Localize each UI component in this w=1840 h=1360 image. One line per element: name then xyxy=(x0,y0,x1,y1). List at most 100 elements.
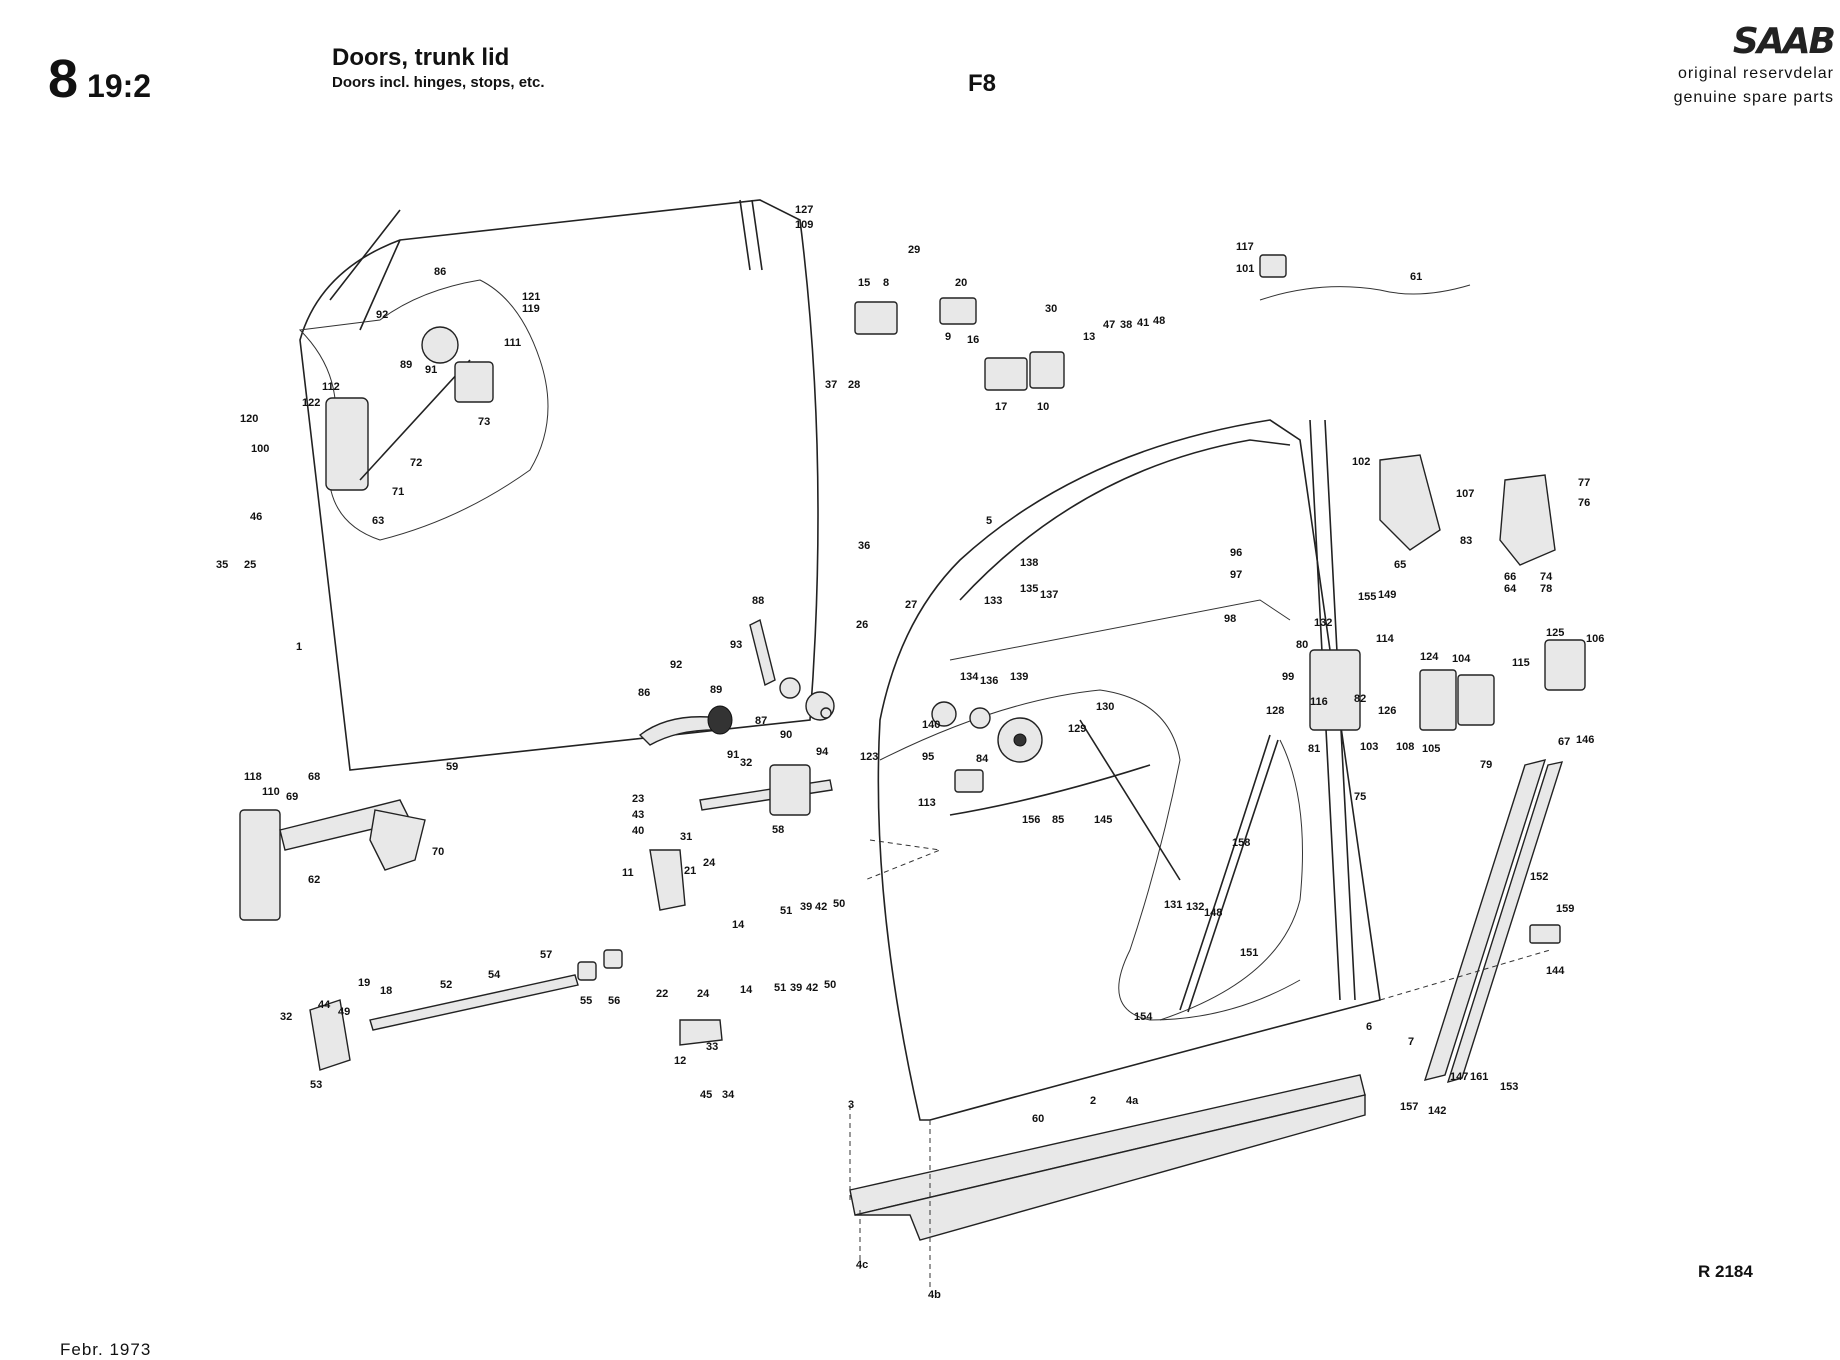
drawing-reference: R 2184 xyxy=(1698,1262,1753,1281)
callout: 19 xyxy=(358,977,370,989)
callout: 66 xyxy=(1504,571,1516,583)
callout: 61 xyxy=(1410,271,1422,283)
callout: 103 xyxy=(1360,741,1378,753)
callout: 78 xyxy=(1540,583,1552,595)
callout: 15 xyxy=(858,277,870,289)
saab-logo: SAAB xyxy=(1732,21,1836,62)
callout: 32 xyxy=(280,1011,292,1023)
callout: 92 xyxy=(670,659,682,671)
callout: 8 xyxy=(883,277,889,289)
callout: 127 xyxy=(795,204,813,216)
callout: 153 xyxy=(1500,1081,1518,1093)
callout: 67 xyxy=(1558,736,1570,748)
door-frame: 127 109 29 15 8 20 30 13 47 38 41 48 9 1… xyxy=(216,204,1604,1301)
callout: 69 xyxy=(286,791,298,803)
callout: 77 xyxy=(1578,477,1590,489)
callout: 13 xyxy=(1083,331,1095,343)
callout: 133 xyxy=(984,595,1002,607)
callout: 68 xyxy=(308,771,320,783)
callout: 76 xyxy=(1578,497,1590,509)
callout: 21 xyxy=(684,865,696,877)
publication-date: Febr. 1973 xyxy=(60,1340,152,1359)
callout: 59 xyxy=(446,761,458,773)
callout: 84 xyxy=(976,753,989,765)
callout: 86 xyxy=(638,687,650,699)
callout: 57 xyxy=(540,949,552,961)
callout: 157 xyxy=(1400,1101,1418,1113)
callout: 20 xyxy=(955,277,967,289)
callout: 98 xyxy=(1224,613,1236,625)
callout: 79 xyxy=(1480,759,1492,771)
page-subtitle: Doors incl. hinges, stops, etc. xyxy=(332,74,545,91)
callout: 134 xyxy=(960,671,979,683)
callout: 129 xyxy=(1068,723,1086,735)
callout: 26 xyxy=(856,619,868,631)
hinge-plates-top xyxy=(854,254,1471,391)
callout: 62 xyxy=(308,874,320,886)
callout: 51 xyxy=(780,905,792,917)
brand-block: SAAB original reservdelar genuine spare … xyxy=(1674,21,1836,110)
callout: 24 xyxy=(697,988,710,1000)
callout: 100 xyxy=(251,443,269,455)
callout: 1 xyxy=(296,641,302,653)
callout: 37 xyxy=(825,379,837,391)
callout: 88 xyxy=(752,595,764,607)
callout: 39 xyxy=(790,982,802,994)
callout: 122 xyxy=(302,397,320,409)
callout: 73 xyxy=(478,416,490,428)
callout: 47 xyxy=(1103,319,1115,331)
callout: 40 xyxy=(632,825,644,837)
callout: 53 xyxy=(310,1079,322,1091)
sill-molding xyxy=(849,1074,1366,1290)
callout: 146 xyxy=(1576,734,1594,746)
callout: 10 xyxy=(1037,401,1049,413)
callout: 99 xyxy=(1282,671,1294,683)
callout: 90 xyxy=(780,729,792,741)
part-callouts: 127 109 29 15 8 20 30 13 47 38 41 48 9 1… xyxy=(216,204,1604,1301)
callout: 4b xyxy=(928,1289,941,1301)
door-check-rod xyxy=(369,949,623,1031)
callout: 7 xyxy=(1408,1036,1414,1048)
callout: 125 xyxy=(1546,627,1564,639)
callout: 107 xyxy=(1456,488,1474,500)
hinge-assembly xyxy=(239,799,426,1071)
callout: 128 xyxy=(1266,705,1284,717)
callout: 12 xyxy=(674,1055,686,1067)
title-block: Doors, trunk lid Doors incl. hinges, sto… xyxy=(332,44,545,91)
callout: 119 xyxy=(522,303,540,315)
callout: 5 xyxy=(986,515,992,527)
callout: 87 xyxy=(755,715,767,727)
callout: 6 xyxy=(1366,1021,1372,1033)
callout: 126 xyxy=(1378,705,1396,717)
callout: 118 xyxy=(244,771,262,783)
callout: 4a xyxy=(1126,1095,1139,1107)
callout: 149 xyxy=(1378,589,1396,601)
callout: 117 xyxy=(1236,241,1254,253)
callout: 44 xyxy=(318,999,331,1011)
callout: 136 xyxy=(980,675,998,687)
callout: 34 xyxy=(722,1089,735,1101)
callout: 140 xyxy=(922,719,940,731)
lock-assemblies xyxy=(1309,454,1586,731)
callout: 63 xyxy=(372,515,384,527)
callout: 80 xyxy=(1296,639,1308,651)
callout: 102 xyxy=(1352,456,1370,468)
callout: 159 xyxy=(1556,903,1574,915)
callout: 18 xyxy=(380,985,392,997)
callout: 35 xyxy=(216,559,228,571)
callout: 152 xyxy=(1530,871,1548,883)
callout: 161 xyxy=(1470,1071,1488,1083)
callout: 112 xyxy=(322,381,340,393)
callout: 101 xyxy=(1236,263,1254,275)
callout: 156 xyxy=(1022,814,1040,826)
callout: 114 xyxy=(1376,633,1395,645)
callout: 54 xyxy=(488,969,501,981)
callout: 14 xyxy=(732,919,745,931)
callout: 28 xyxy=(848,379,860,391)
callout: 130 xyxy=(1096,701,1114,713)
callout: 89 xyxy=(400,359,412,371)
callout: 71 xyxy=(392,486,404,498)
callout: 131 xyxy=(1164,899,1182,911)
callout: 93 xyxy=(730,639,742,651)
callout: 16 xyxy=(967,334,979,346)
